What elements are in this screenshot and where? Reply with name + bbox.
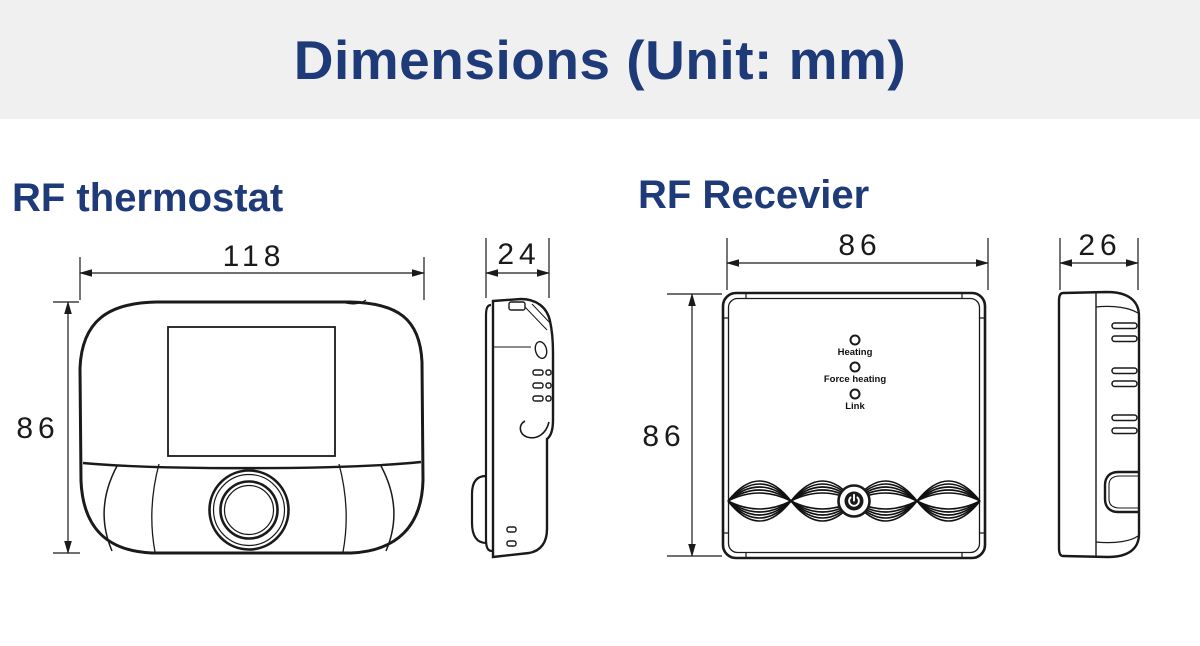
dim-receiver-width: 86 <box>726 229 989 290</box>
thermostat-top-clip-detail <box>339 299 367 305</box>
dim-label-receiver-depth: 26 <box>1078 229 1121 262</box>
thermostat-side-vents <box>532 369 552 402</box>
led-heating-label: Heating <box>838 347 873 358</box>
dim-thermostat-depth: 24 <box>485 238 550 298</box>
receiver-side-clip-tab <box>1103 470 1139 514</box>
dim-receiver-depth: 26 <box>1059 229 1139 290</box>
receiver-side-view: 26 <box>1057 229 1141 559</box>
thermostat-side-clip <box>508 301 526 311</box>
thermostat-dial-knob <box>208 469 290 551</box>
thermostat-side-view: 24 <box>470 238 555 559</box>
header-band: Dimensions (Unit: mm) <box>0 0 1200 119</box>
thermostat-side-body <box>491 297 555 559</box>
led-link-indicator <box>849 388 861 400</box>
receiver-inner-border <box>727 297 981 554</box>
receiver-body-outline <box>721 291 987 560</box>
thermostat-side-wallplate <box>484 303 493 553</box>
thermostat-side-sensor-hole <box>534 340 548 360</box>
dim-thermostat-width: 118 <box>79 240 425 300</box>
dim-label-thermostat-height: 86 <box>16 412 59 445</box>
led-link-label: Link <box>845 401 865 412</box>
led-heating-indicator <box>849 334 861 346</box>
power-icon <box>837 484 871 518</box>
receiver-side-vents <box>1111 322 1138 435</box>
thermostat-divider-line <box>82 460 422 470</box>
receiver-section-label: RF Recevier <box>638 173 870 217</box>
dim-receiver-height: 86 <box>642 293 722 557</box>
dim-label-thermostat-width: 118 <box>223 240 286 273</box>
page-title: Dimensions (Unit: mm) <box>293 28 907 91</box>
receiver-led-stack: Heating Force heating Link <box>824 334 886 412</box>
thermostat-side-dial-bulge <box>470 474 487 545</box>
thermostat-body-outline <box>78 300 425 555</box>
dim-thermostat-height: 86 <box>16 301 80 554</box>
led-force-heating-indicator <box>849 361 861 373</box>
thermostat-front-view: 118 86 <box>16 240 425 555</box>
dim-label-receiver-width: 86 <box>838 229 881 262</box>
dim-label-receiver-height: 86 <box>642 420 685 453</box>
receiver-side-body <box>1057 290 1141 559</box>
thermostat-side-hook-detail <box>519 420 550 439</box>
receiver-front-view: 86 86 Heating Force heating Link <box>642 229 989 560</box>
receiver-corner-ticks <box>723 293 985 558</box>
thermostat-ripple-arcs <box>103 463 395 553</box>
dim-label-thermostat-depth: 24 <box>497 238 540 271</box>
led-force-heating-label: Force heating <box>824 374 886 385</box>
thermostat-screen <box>167 326 336 457</box>
thermostat-section-label: RF thermostat <box>12 176 284 220</box>
